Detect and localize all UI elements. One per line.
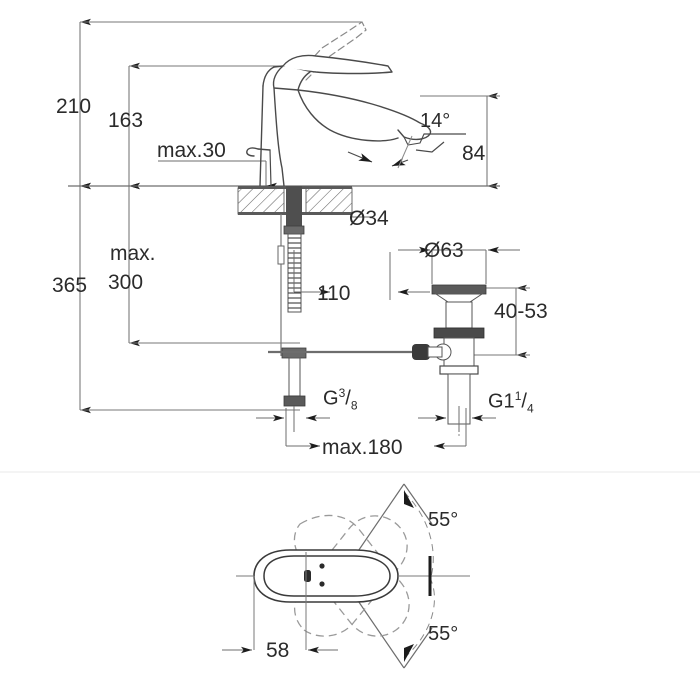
dim-label-total-height: 210 [56,95,92,118]
waste-thread-denominator: 4 [526,401,534,416]
max30-leader [158,160,277,190]
supply-thread-numerator: 3 [338,386,346,400]
mounting-shank [277,186,307,424]
dimension-lines-horizontal [256,206,520,450]
dim-label-spout-height: 163 [108,109,144,132]
dim-label-popup-offset: 110 [317,282,351,305]
dim-label-shank-reach-value: 300 [108,271,144,294]
dim-label-spout-angle: 14° [420,110,451,132]
dim-label-basin-thickness: 40-53 [494,300,548,323]
supply-thread-denominator: 8 [350,398,358,413]
dim-label-waste-thread: G11/4 [488,389,534,416]
dim-label-supply-spread: max.180 [322,436,403,459]
dim-label-swivel-lower: 55° [428,623,459,645]
dim-label-overall-depth: 365 [52,274,88,297]
dim-label-supply-thread: G3/8 [323,386,358,413]
dim-label-shank-reach-prefix: max. [110,242,156,265]
dim-label-mounting-hole: Ø34 [349,207,389,230]
pop-up-waste-assembly [412,284,487,436]
faucet-body-front-view [246,21,432,187]
dim-label-counter-thickness: max.30 [157,139,226,162]
top-view-swivel-diagram [222,483,470,669]
waste-thread-numerator: 1 [514,389,522,403]
dim-label-handle-offset: 58 [266,639,290,662]
supply-thread-prefix: G [323,387,339,410]
dim-label-spout-projection: 84 [462,142,486,165]
waste-thread-prefix: G1 [488,390,515,413]
dim-label-swivel-upper: 55° [428,509,459,531]
dim-label-waste-flange: Ø63 [424,239,464,262]
angle-14-leader [347,133,466,169]
